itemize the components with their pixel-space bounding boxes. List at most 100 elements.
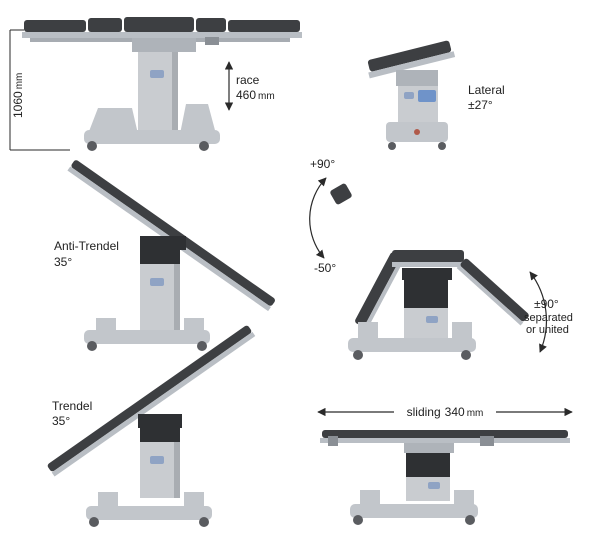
lateral-value: ±27° (468, 98, 493, 112)
table-wheel (438, 142, 446, 150)
table-frame (456, 264, 524, 326)
lift-head (396, 70, 438, 86)
table-frame (368, 51, 456, 79)
lift-head (132, 38, 196, 52)
brand-logo-icon (150, 70, 164, 78)
table-base-plate (350, 504, 478, 518)
table-wheel (199, 517, 209, 527)
table-wheel (87, 141, 97, 151)
table-base (360, 490, 380, 506)
table-pad (392, 250, 464, 262)
table-pad (460, 258, 529, 322)
table-pad (322, 430, 568, 438)
table-pad (88, 18, 122, 32)
height-label: 1060mm (11, 73, 25, 118)
table-frame (51, 331, 256, 477)
table-rail (190, 38, 290, 42)
control-panel-icon (418, 90, 436, 102)
anti-trendel-value: 35° (54, 255, 72, 269)
sliding-label-bg (394, 403, 496, 421)
table-pad (124, 17, 194, 32)
table-wheel (89, 517, 99, 527)
lift-head (404, 443, 454, 453)
back-up-label: +90° (310, 157, 335, 171)
table-column (406, 477, 450, 501)
table-view-chair: +90° -50° ±90° separated or united (309, 157, 573, 360)
back-rotation-arrow (309, 177, 327, 259)
lateral-title: Lateral (468, 83, 505, 97)
table-base-plate (86, 506, 212, 520)
lift-head (138, 414, 182, 428)
table-view-anti-trendel: Anti-Trendel 35° (54, 160, 275, 351)
table-column (404, 308, 448, 342)
table-rail-clamp (480, 436, 494, 446)
table-headrest (330, 183, 352, 205)
back-down-label: -50° (314, 261, 336, 275)
table-frame (320, 438, 570, 443)
table-bellows (406, 453, 450, 477)
table-frame (22, 32, 302, 38)
table-base (98, 492, 118, 508)
anti-trendel-title: Anti-Trendel (54, 239, 119, 253)
table-wheel (353, 515, 363, 525)
table-base (452, 322, 472, 340)
table-pad (196, 18, 226, 32)
table-view-trendel: Trendel 35° (47, 325, 256, 527)
race-title: race (236, 73, 260, 87)
brand-logo-icon (428, 482, 440, 489)
table-bellows (404, 280, 448, 308)
table-pad (228, 20, 300, 32)
table-frame (363, 256, 405, 330)
table-frame (392, 262, 464, 267)
table-column-shade (174, 264, 180, 334)
table-base (96, 318, 116, 332)
table-base (358, 322, 378, 340)
table-column (140, 264, 180, 334)
trendel-title: Trendel (52, 399, 92, 413)
table-bellows (140, 250, 180, 264)
brand-logo-icon (404, 92, 414, 99)
table-base-plate (348, 338, 476, 352)
table-wheel (353, 350, 363, 360)
table-bellows (140, 428, 180, 442)
table-pad (24, 20, 86, 32)
table-wheel (414, 129, 420, 135)
legs-line2: or united (526, 324, 569, 336)
table-wheel (461, 350, 471, 360)
table-column-shade (172, 52, 178, 134)
table-pad (355, 252, 401, 327)
table-pad (367, 40, 452, 72)
brand-logo-icon (426, 316, 438, 323)
brand-logo-icon (150, 456, 164, 464)
table-rail-clamp (328, 436, 338, 446)
leg-rotation-arrow (529, 271, 547, 353)
table-base (454, 490, 474, 506)
table-pad (47, 325, 252, 472)
table-column (138, 52, 178, 134)
table-pad (71, 160, 275, 306)
table-wheel (199, 141, 209, 151)
table-column-shade (174, 442, 180, 498)
table-base (184, 318, 204, 332)
table-base (184, 492, 204, 508)
lift-head (140, 236, 186, 250)
table-view-lateral: Lateral ±27° (367, 40, 505, 150)
table-rail (30, 38, 150, 42)
table-wheel (388, 142, 396, 150)
table-base-plate (84, 130, 220, 144)
table-wheel (465, 515, 475, 525)
brand-logo-icon (150, 278, 164, 286)
table-wheel (87, 341, 97, 351)
table-base-plate (84, 330, 210, 344)
lift-head (402, 268, 452, 280)
table-wheel (197, 341, 207, 351)
legs-line1: separated (524, 312, 573, 324)
trendel-value: 35° (52, 414, 70, 428)
table-column (140, 442, 180, 498)
legs-value: ±90° (534, 297, 559, 311)
